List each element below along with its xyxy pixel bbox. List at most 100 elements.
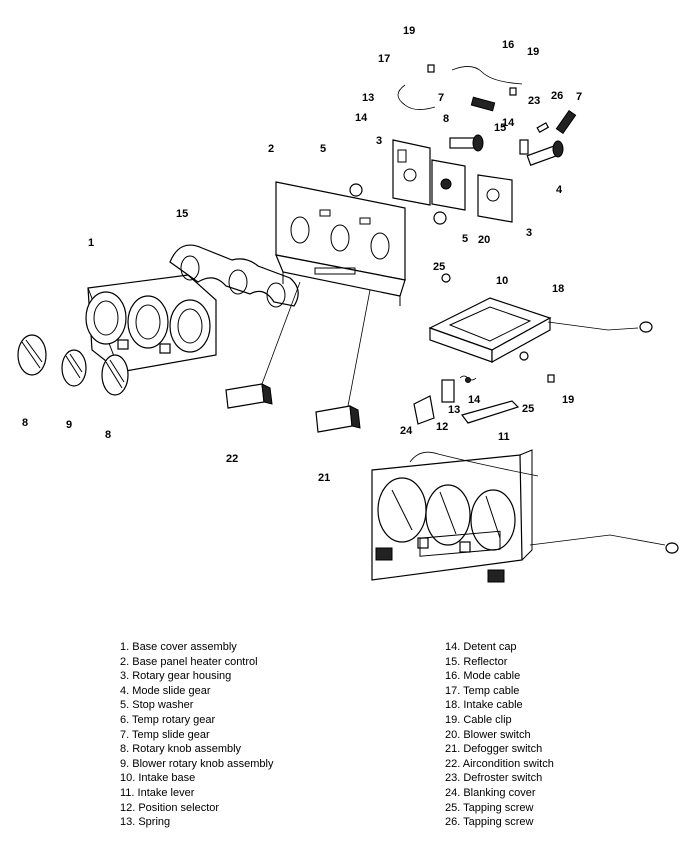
legend-item: 9. Blower rotary knob assembly: [120, 757, 274, 770]
position-selector: [441, 379, 455, 403]
stop-washer-lower: [433, 211, 447, 225]
callout-labels: 1 2 3 3 4 5 5 7 7 8 8 8 9 10 11 12 13 13…: [22, 25, 582, 484]
detent-cap: [465, 377, 471, 383]
callout-16: 16: [502, 39, 514, 51]
exploded-parts-diagram: 1 2 3 3 4 5 5 7 7 8 8 8 9 10 11 12 13 13…: [17, 25, 679, 583]
callout-13: 13: [448, 404, 460, 416]
legend-item: 14. Detent cap: [445, 641, 517, 653]
cable-clip-right: [547, 374, 555, 383]
callout-20: 20: [478, 234, 490, 246]
callout-14: 14: [502, 117, 515, 129]
callout-17: 17: [378, 53, 390, 65]
temp-slide-gear-right: [555, 109, 577, 135]
cable-clip-top-right: [509, 87, 517, 96]
legend-item: 13. Spring: [120, 816, 171, 829]
rotary-gear-housing-right: [477, 174, 513, 223]
callout-18: 18: [552, 283, 564, 295]
parts-legend-left: 1. Base cover assembly 2. Base panel hea…: [120, 640, 273, 830]
callout-12: 12: [436, 421, 448, 433]
callout-5: 5: [320, 143, 326, 155]
callout-23: 23: [528, 95, 540, 107]
parts-legend-right: 14. Detent cap 15. Reflector 16. Mode ca…: [445, 640, 554, 830]
blower-switch: [431, 159, 466, 211]
stop-washer-upper: [349, 183, 363, 197]
legend-item: 23. Defroster switch: [445, 772, 543, 785]
callout-26: 26: [551, 90, 563, 102]
rotary-knob-left: [17, 334, 47, 376]
temp-slide-gear-left: [470, 96, 496, 112]
callout-22: 22: [226, 453, 238, 465]
blower-rotary-knob: [61, 349, 87, 387]
defogger-switch: [315, 405, 361, 433]
legend-item: 4. Mode slide gear: [120, 684, 211, 697]
callout-21: 21: [318, 472, 330, 484]
legend-item: 6. Temp rotary gear: [120, 713, 216, 726]
callout-11: 11: [498, 431, 510, 443]
callout-3: 3: [376, 135, 382, 147]
legend-item: 18. Intake cable: [445, 699, 523, 712]
tapping-screw-lower: [519, 351, 529, 361]
assembled-heater-control: [371, 449, 679, 583]
temp-cable: [397, 84, 436, 110]
callout-25: 25: [522, 403, 534, 415]
intake-cable: [547, 321, 639, 331]
callout-25: 25: [433, 261, 445, 273]
base-panel-heater-control: [275, 181, 406, 306]
callout-13: 13: [362, 92, 374, 104]
mode-cable: [451, 66, 523, 85]
callout-9: 9: [66, 419, 72, 431]
legend-item: 5. Stop washer: [120, 699, 194, 712]
reflector: [169, 244, 299, 308]
callout-8: 8: [105, 429, 111, 441]
callout-19: 19: [562, 394, 574, 406]
base-cover-assembly: [85, 274, 217, 373]
aircondition-switch: [225, 383, 273, 409]
legend-item: 19. Cable clip: [445, 713, 512, 726]
rotary-gear-housing-left: [392, 139, 431, 206]
blanking-cover: [413, 395, 435, 425]
tapping-screw-26: [536, 122, 550, 134]
legend-item: 8. Rotary knob assembly: [120, 743, 242, 756]
legend-item: 3. Rotary gear housing: [120, 670, 232, 683]
legend-item: 10. Intake base: [120, 772, 196, 785]
legend-item: 15. Reflector: [445, 655, 508, 668]
mode-slide-gear: [526, 140, 564, 166]
legend-item: 21. Defogger switch: [445, 743, 543, 756]
legend-item: 26. Tapping screw: [445, 816, 534, 829]
callout-19: 19: [403, 25, 415, 37]
callout-2: 2: [268, 143, 274, 155]
temp-rotary-gear: [449, 134, 484, 152]
legend-item: 11. Intake lever: [120, 786, 195, 799]
legend-item: 22. Aircondition switch: [445, 757, 554, 770]
intake-base: [428, 297, 552, 364]
callout-3: 3: [526, 227, 532, 239]
legend-item: 7. Temp slide gear: [120, 728, 210, 741]
callout-24: 24: [400, 425, 413, 437]
callout-7: 7: [576, 91, 582, 103]
callout-15: 15: [176, 208, 188, 220]
intake-cable-end: [639, 321, 653, 333]
legend-item: 12. Position selector: [120, 801, 220, 814]
legend-item: 1. Base cover assembly: [120, 641, 237, 653]
callout-8: 8: [443, 113, 449, 125]
callout-14: 14: [468, 394, 481, 406]
callout-15: 15: [494, 122, 506, 134]
callout-14: 14: [355, 112, 368, 124]
callout-7: 7: [438, 92, 444, 104]
legend-item: 17. Temp cable: [445, 684, 520, 697]
legend-item: 2. Base panel heater control: [120, 655, 258, 668]
rotary-knob-right: [101, 354, 129, 396]
callout-8: 8: [22, 417, 28, 429]
callout-5: 5: [462, 233, 468, 245]
defroster-switch: [519, 139, 529, 155]
intake-lever: [460, 400, 520, 424]
legend-item: 16. Mode cable: [445, 670, 521, 683]
callout-19: 19: [527, 46, 539, 58]
legend-item: 25. Tapping screw: [445, 801, 534, 814]
tapping-screw-upper: [441, 273, 451, 283]
legend-item: 20. Blower switch: [445, 728, 531, 741]
legend-item: 24. Blanking cover: [445, 786, 536, 799]
callout-4: 4: [556, 184, 563, 196]
callout-10: 10: [496, 275, 508, 287]
cable-clip-top-left: [427, 64, 435, 73]
